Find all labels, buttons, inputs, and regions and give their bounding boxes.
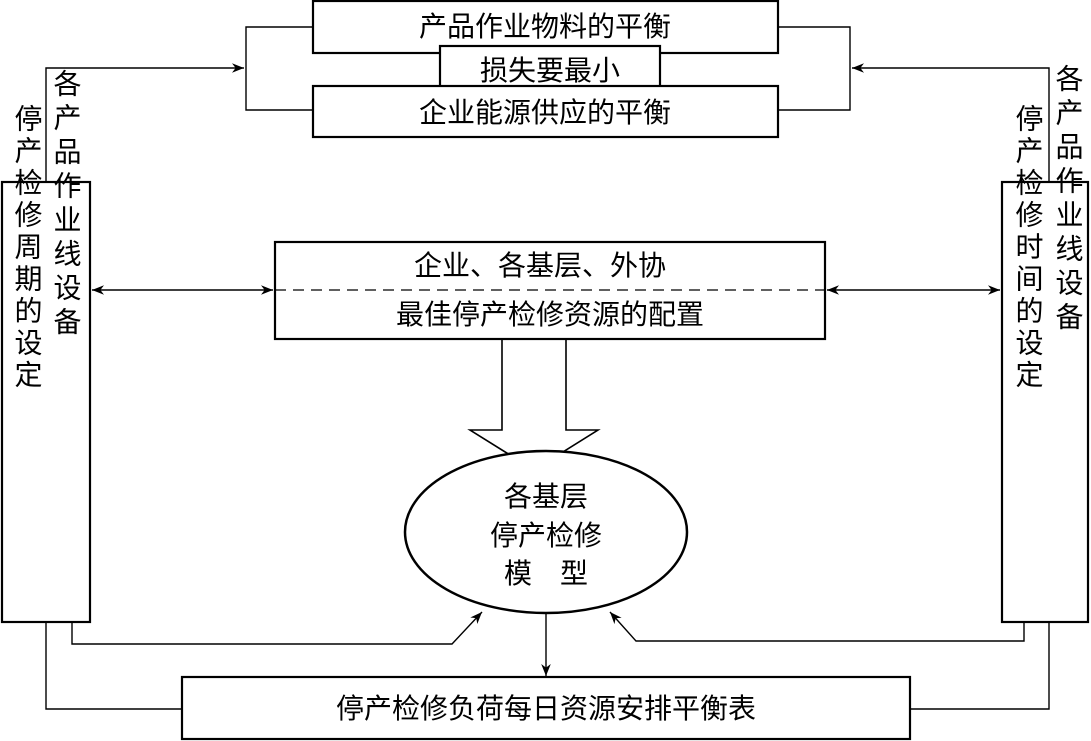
center-box: 企业、各基层、外协 最佳停产检修资源的配置 [273,240,827,341]
center-box-line1: 企业、各基层、外协 [414,249,666,282]
energy-balance-label: 企业能源供应的平衡 [419,96,671,129]
left-to-model-arrow [71,611,483,645]
top-box-energy-balance: 企业能源供应的平衡 [311,84,780,139]
top-left-bracket [245,26,313,111]
left-to-bottom-line [45,622,182,710]
model-line1: 各基层 [504,480,588,513]
left-box-col1: 各产品作业线设备 [50,69,83,341]
center-box-line2: 最佳停产检修资源的配置 [396,298,704,331]
model-line3: 模 型 [504,557,588,590]
right-box: 各产品作业线设备 停产检修时间的设定 [1000,64,1090,624]
right-to-model-arrow [609,611,1025,642]
right-box-col2: 停产检修时间的设定 [1012,104,1045,392]
left-box: 各产品作业线设备 停产检修周期的设定 [0,69,92,624]
min-loss-label: 损失要最小 [480,54,620,87]
bottom-box: 停产检修负荷每日资源安排平衡表 [180,675,912,741]
top-box-product-balance: 产品作业物料的平衡 [311,0,780,55]
right-to-top-arrow [852,63,1050,182]
right-to-bottom-line [910,622,1050,710]
left-to-top-arrow [45,63,244,182]
connectors [45,26,1050,710]
model-line2: 停产检修 [490,519,602,552]
right-box-col1: 各产品作业线设备 [1052,64,1085,336]
product-balance-label: 产品作业物料的平衡 [419,10,671,43]
model-ellipse: 各基层 停产检修 模 型 [403,449,689,615]
left-box-col2: 停产检修周期的设定 [11,104,44,392]
bottom-box-label: 停产检修负荷每日资源安排平衡表 [336,692,756,725]
top-right-bracket [778,26,851,111]
